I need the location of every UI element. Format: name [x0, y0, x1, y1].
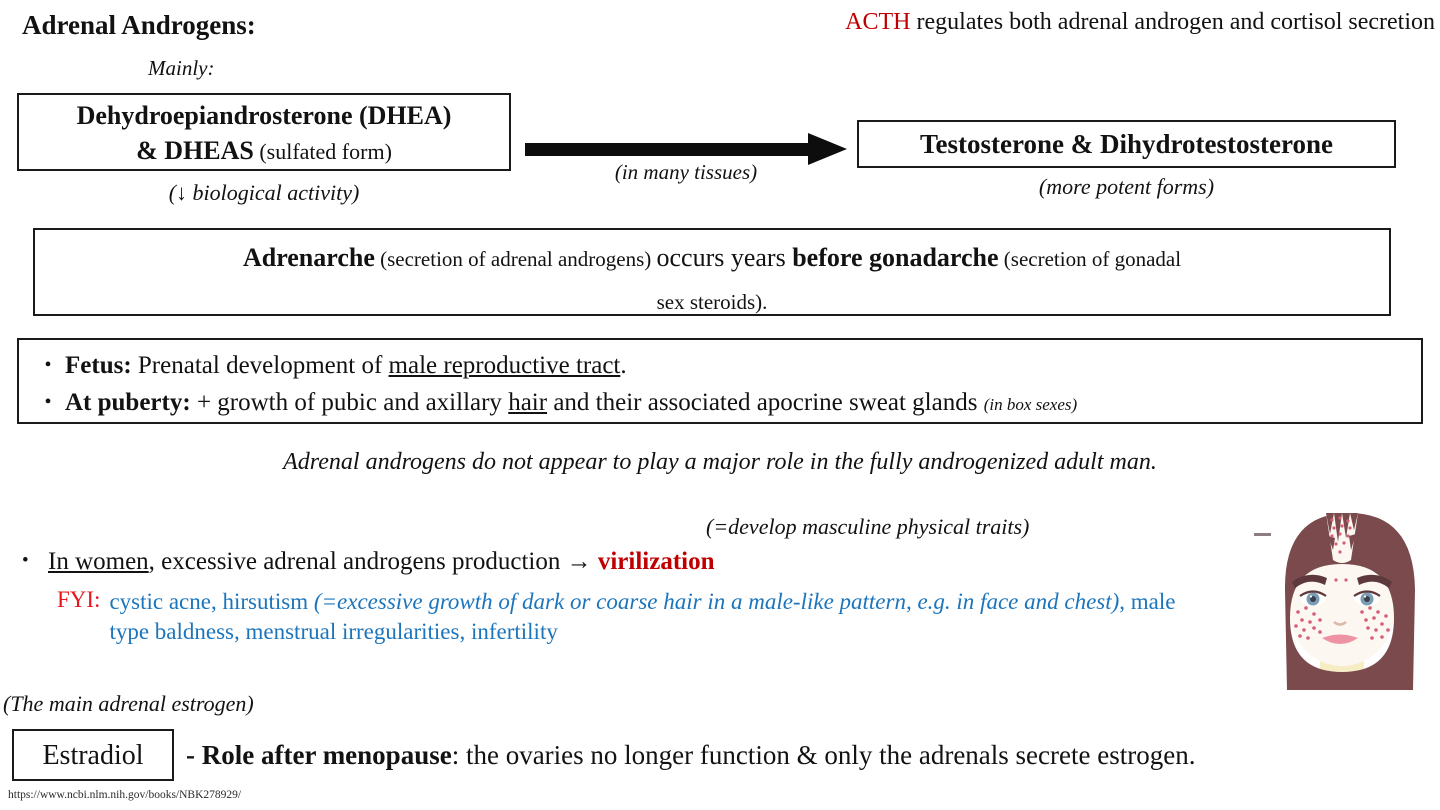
- source-url: https://www.ncbi.nlm.nih.gov/books/NBK27…: [8, 789, 242, 801]
- fetus-end: .: [620, 352, 627, 379]
- puberty-label: At puberty:: [65, 389, 191, 416]
- testosterone-note: (more potent forms): [1038, 174, 1215, 199]
- arrow-label: (in many tissues): [614, 160, 758, 184]
- dhea-activity-note: (↓ biological activity): [168, 180, 360, 205]
- puberty-bullet: • At puberty: + growth of pubic and axill…: [31, 384, 1409, 423]
- bullet-icon: •: [22, 550, 29, 571]
- role-after-menopause-text: : the ovaries no longer function & only …: [451, 740, 1196, 770]
- fyi-symptoms-1: cystic acne, hirsutism: [109, 589, 314, 614]
- adult-man-note: Adrenal androgens do not appear to play …: [283, 449, 1157, 475]
- dhea-box-line2: & DHEAS (sulfated form): [19, 134, 509, 169]
- acth-abbrev: ACTH: [845, 9, 911, 35]
- face-shape: [1290, 558, 1394, 666]
- adrenarche-paren1: (secretion of adrenal androgens): [374, 247, 657, 271]
- mainly-label: Mainly:: [148, 56, 215, 80]
- acth-note-rest: regulates both adrenal androgen and cort…: [910, 9, 1435, 35]
- fyi-text: cystic acne, hirsutism (=excessive growt…: [109, 587, 1214, 647]
- in-women-text: , excessive adrenal androgens production: [148, 548, 567, 575]
- dheas-label: & DHEAS: [136, 136, 254, 165]
- fetus-label: Fetus:: [65, 352, 132, 379]
- bald-patch: [1326, 513, 1358, 563]
- fetus-text: Prenatal development of: [131, 352, 389, 379]
- eyes: [1299, 590, 1381, 606]
- estradiol-box: Estradiol: [12, 729, 174, 781]
- puberty-text: + growth of pubic and axillary: [190, 389, 509, 416]
- fetus-bullet: • Fetus: Prenatal development of male rep…: [31, 347, 1409, 384]
- in-women-underlined: In women: [48, 548, 149, 575]
- hair-shape: [1284, 513, 1415, 690]
- adrenarche-mid: occurs years: [656, 243, 793, 272]
- dhea-box-line1: Dehydroepiandrosterone (DHEA): [76, 101, 452, 130]
- fetus-underlined: male reproductive tract: [388, 352, 621, 379]
- virilization-term: virilization: [597, 548, 715, 575]
- adrenarche-paren2: (secretion of gonadal: [998, 247, 1182, 271]
- puberty-underlined: hair: [508, 389, 548, 416]
- masculine-traits-note: (=develop masculine physical traits): [706, 514, 1030, 539]
- fyi-symptoms-2: , male type baldness, menstrual irregula…: [109, 589, 1176, 644]
- small-dash-mark: [1254, 533, 1271, 536]
- acth-note: ACTH regulates both adrenal androgen and…: [845, 9, 1435, 36]
- both-sexes-note: (in box sexes): [983, 395, 1078, 414]
- main-adrenal-estrogen-note: (The main adrenal estrogen): [3, 691, 254, 716]
- adrenarche-line2: sex steroids).: [656, 290, 768, 314]
- eyebrows: [1292, 574, 1392, 588]
- androgen-functions-box: • Fetus: Prenatal development of male rep…: [17, 338, 1423, 424]
- hirsutism-definition: (=excessive growth of dark or coarse hai…: [313, 589, 1120, 614]
- sulfated-form-label: (sulfated form): [253, 139, 392, 164]
- dhea-box: Dehydroepiandrosterone (DHEA) & DHEAS (s…: [17, 93, 511, 171]
- arrow-glyph: →: [566, 548, 598, 575]
- bullet-icon: •: [44, 354, 52, 376]
- bullet-icon: •: [44, 391, 52, 413]
- thin-hair-spikes: [1326, 513, 1358, 550]
- conversion-arrow-icon: [525, 133, 847, 165]
- in-women-bullet: • In women, excessive adrenal androgens p…: [22, 548, 715, 576]
- testosterone-box: Testosterone & Dihydrotestosterone: [857, 120, 1396, 168]
- fyi-section: FYI: cystic acne, hirsutism (=excessive …: [57, 587, 1214, 647]
- fyi-label: FYI:: [57, 587, 101, 612]
- role-after-menopause-label: - Role after menopause: [186, 740, 452, 770]
- lips-shape: [1322, 634, 1358, 644]
- puberty-text2: and their associated apocrine sweat glan…: [547, 389, 984, 416]
- woman-illustration: [1284, 513, 1415, 690]
- nose-shape: [1333, 620, 1347, 626]
- acne-dots: [1294, 516, 1390, 640]
- menopause-role-line: - Role after menopause: the ovaries no l…: [186, 740, 1195, 771]
- page-title: Adrenal Androgens:: [22, 10, 256, 40]
- gonadarche-term: before gonadarche: [792, 243, 999, 272]
- adrenarche-term: Adrenarche: [242, 243, 375, 272]
- adrenarche-box: Adrenarche (secretion of adrenal androge…: [33, 228, 1391, 316]
